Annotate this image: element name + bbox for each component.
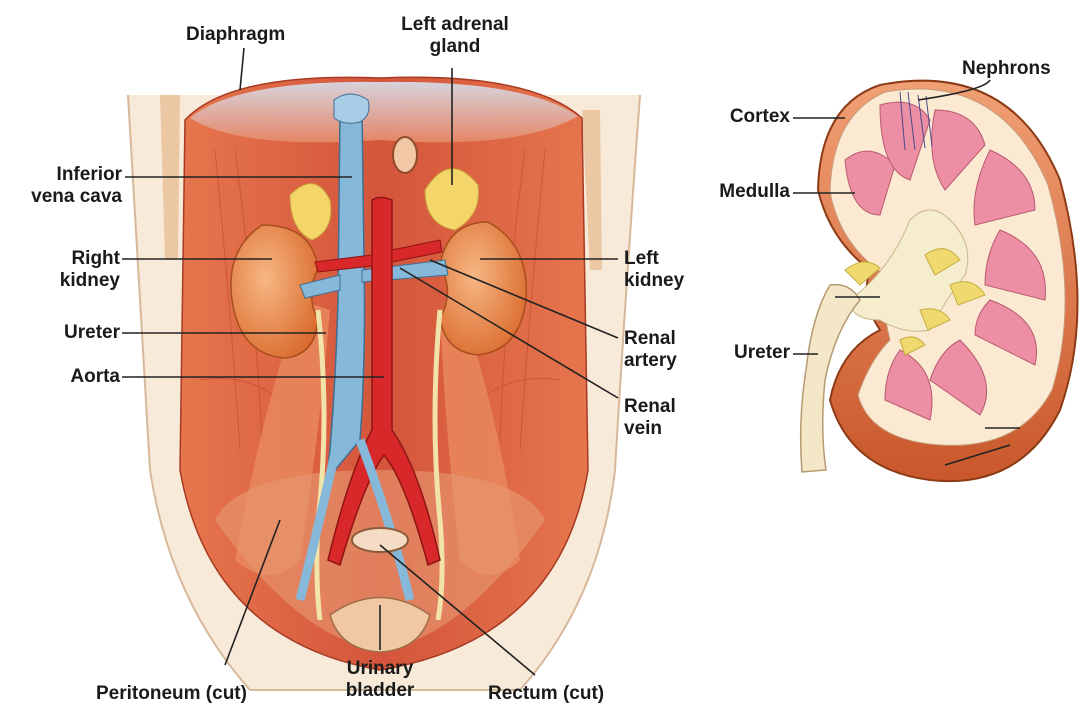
- label-diaphragm: Diaphragm: [186, 24, 285, 46]
- label-rectum-cut: Rectum (cut): [488, 683, 604, 705]
- label-aorta: Aorta: [0, 366, 120, 388]
- label-medulla: Medulla: [690, 181, 790, 203]
- label-ureter-abdomen: Ureter: [0, 322, 120, 344]
- label-inferior-vena-cava: Inferior vena cava: [0, 164, 122, 208]
- label-left-kidney: Left kidney: [624, 248, 684, 292]
- label-nephrons: Nephrons: [962, 58, 1051, 80]
- label-right-kidney: Right kidney: [0, 248, 120, 292]
- rectum: [352, 528, 408, 552]
- vena-cava-top: [334, 94, 369, 123]
- kidney-section-figure: [801, 81, 1078, 481]
- label-renal-artery: Renal artery: [624, 328, 677, 372]
- abdomen-figure: [128, 77, 640, 690]
- label-left-adrenal-gland: Left adrenal gland: [380, 14, 530, 58]
- label-peritoneum-cut: Peritoneum (cut): [96, 683, 247, 705]
- label-renal-vein: Renal vein: [624, 396, 676, 440]
- esophagus-cut: [393, 137, 417, 173]
- label-ureter-kidney: Ureter: [690, 342, 790, 364]
- label-urinary-bladder: Urinary bladder: [320, 658, 440, 702]
- label-cortex: Cortex: [690, 106, 790, 128]
